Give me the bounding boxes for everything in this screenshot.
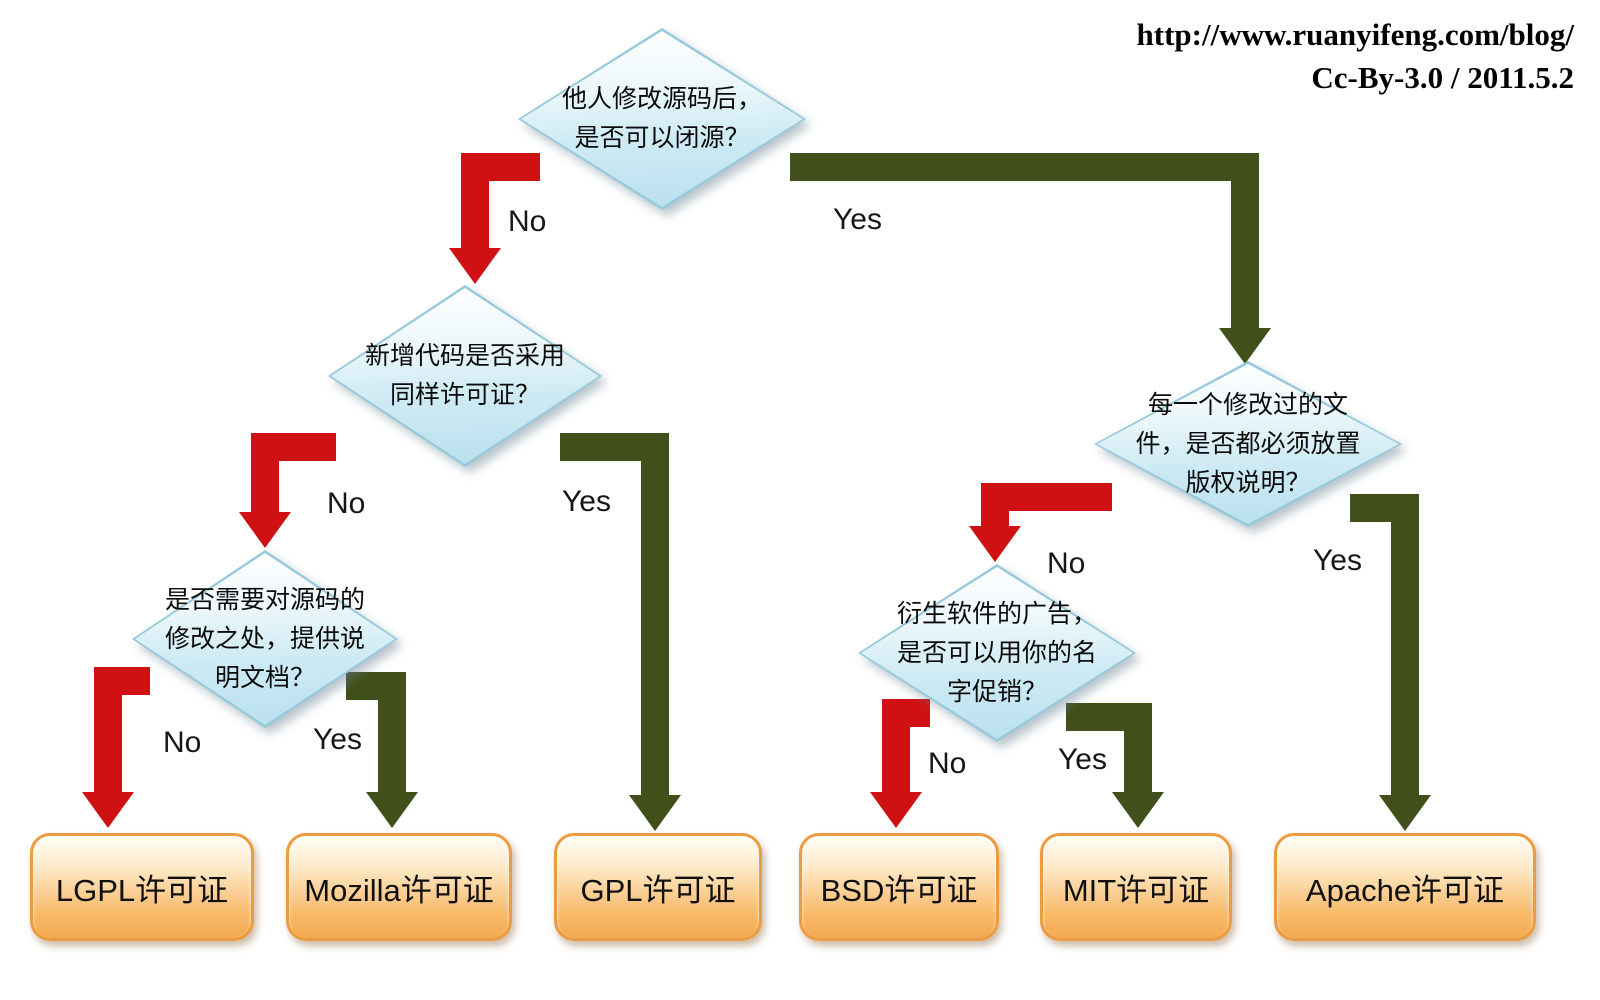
arrow-yes-promotion-to-mit bbox=[1066, 703, 1152, 794]
decision-text: 衍生软件的广告， 是否可以用你的名 字促销？ bbox=[896, 599, 1097, 706]
diamond-shape bbox=[1094, 361, 1402, 527]
arrowhead-no-4 bbox=[82, 792, 134, 828]
arrowhead-yes-5 bbox=[1112, 792, 1164, 828]
arrowhead-no-5 bbox=[870, 792, 922, 828]
result-label: GPL许可证 bbox=[580, 872, 736, 908]
edge-label-no: No bbox=[1047, 547, 1086, 580]
diamond-shape bbox=[518, 28, 806, 210]
arrowhead-no-3 bbox=[969, 526, 1021, 562]
decision-same-license: 新增代码是否采用 同样许可证？ bbox=[328, 285, 602, 467]
arrowhead-yes-2 bbox=[629, 795, 681, 831]
result-label: MIT许可证 bbox=[1062, 872, 1210, 908]
diamond-shape bbox=[132, 550, 398, 728]
result-gpl: GPL许可证 bbox=[554, 833, 762, 941]
attribution-credit: Cc-By-3.0 / 2011.5.2 bbox=[1311, 59, 1574, 95]
result-mozilla: Mozilla许可证 bbox=[286, 833, 512, 941]
edge-label-no: No bbox=[163, 726, 202, 759]
edge-label-no: No bbox=[928, 747, 967, 780]
diamond-shape bbox=[858, 564, 1136, 742]
diamond-shape bbox=[328, 285, 602, 467]
edge-label-no: No bbox=[508, 205, 547, 238]
arrow-no-samelicense-to-doc bbox=[251, 433, 336, 514]
result-label: LGPL许可证 bbox=[55, 872, 229, 908]
decision-name-promotion: 衍生软件的广告， 是否可以用你的名 字促销？ bbox=[858, 564, 1136, 742]
decision-text: 他人修改源码后， 是否可以闭源？ bbox=[561, 85, 762, 152]
result-lgpl: LGPL许可证 bbox=[30, 833, 254, 941]
arrowhead-no-2 bbox=[239, 512, 291, 548]
decision-closed-source: 他人修改源码后， 是否可以闭源？ bbox=[518, 28, 806, 210]
arrow-yes-doc-to-mozilla bbox=[346, 672, 406, 794]
decision-text: 每一个修改过的文 件，是否都必须放置 版权说明？ bbox=[1135, 390, 1361, 497]
arrow-yes-closed-to-copyright bbox=[790, 153, 1259, 330]
arrowhead-no-1 bbox=[449, 248, 501, 284]
edge-label-no: No bbox=[327, 487, 366, 520]
arrowhead-yes-3 bbox=[1379, 795, 1431, 831]
arrowhead-yes-4 bbox=[366, 792, 418, 828]
decision-copyright-notice: 每一个修改过的文 件，是否都必须放置 版权说明？ bbox=[1094, 361, 1402, 527]
arrow-no-doc-to-lgpl bbox=[94, 667, 150, 794]
arrow-yes-copyright-to-apache bbox=[1350, 494, 1419, 797]
decision-text: 是否需要对源码的 修改之处，提供说 明文档？ bbox=[164, 585, 365, 692]
attribution: http://www.ruanyifeng.com/blog/ Cc-By-3.… bbox=[1137, 14, 1574, 100]
edge-label-yes: Yes bbox=[562, 485, 611, 518]
edge-label-yes: Yes bbox=[1058, 743, 1107, 776]
edge-label-yes: Yes bbox=[1313, 544, 1362, 577]
result-mit: MIT许可证 bbox=[1040, 833, 1232, 941]
result-label: Apache许可证 bbox=[1305, 872, 1505, 908]
edge-label-yes: Yes bbox=[313, 723, 362, 756]
arrowhead-yes-1 bbox=[1219, 328, 1271, 364]
arrow-yes-samelicense-to-gpl bbox=[560, 433, 669, 797]
result-label: Mozilla许可证 bbox=[304, 872, 494, 908]
result-label: BSD许可证 bbox=[820, 872, 978, 908]
edge-label-yes: Yes bbox=[833, 203, 882, 236]
arrow-no-closed-to-samelicense bbox=[461, 153, 540, 250]
decision-document-changes: 是否需要对源码的 修改之处，提供说 明文档？ bbox=[132, 550, 398, 728]
result-bsd: BSD许可证 bbox=[799, 833, 999, 941]
arrow-no-copyright-to-promotion bbox=[981, 483, 1112, 528]
arrow-no-promotion-to-bsd bbox=[882, 699, 930, 794]
attribution-url: http://www.ruanyifeng.com/blog/ bbox=[1136, 17, 1574, 52]
result-apache: Apache许可证 bbox=[1274, 833, 1536, 941]
decision-text: 新增代码是否采用 同样许可证？ bbox=[364, 342, 565, 409]
